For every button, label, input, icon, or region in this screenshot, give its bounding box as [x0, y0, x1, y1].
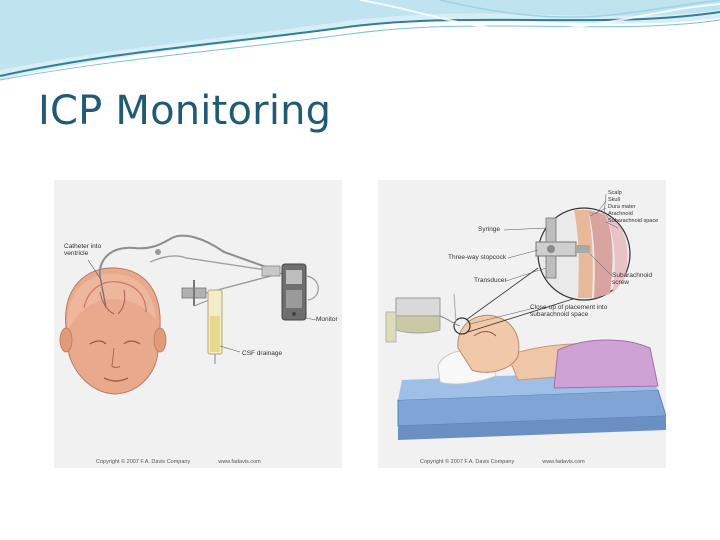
label-placement-closeup: Close-up of placement into subarachnoid …	[530, 304, 608, 318]
ventricular-catheter-figure: Catheter into ventricle Monitor CSF drai…	[54, 180, 342, 468]
right-copyright-text: Copyright © 2007 F.A. Davis Company	[420, 459, 515, 465]
left-website: www.fadavis.com	[218, 459, 261, 465]
right-copyright: Copyright © 2007 F.A. Davis Company www.f…	[420, 459, 585, 465]
subarachnoid-screw-illustration	[385, 193, 666, 440]
label-monitor: Monitor	[316, 316, 338, 323]
label-dura-mater: Dura mater	[608, 204, 636, 210]
label-skull: Skull	[608, 197, 620, 203]
label-arachnoid: Arachnoid	[608, 211, 633, 217]
label-catheter: Catheter into ventricle	[64, 243, 102, 257]
ventricular-catheter-illustration	[59, 234, 319, 395]
header-wave-decoration	[0, 0, 720, 81]
label-syringe: Syringe	[478, 226, 501, 233]
left-copyright: Copyright © 2007 F.A. Davis Company www.f…	[96, 459, 261, 465]
label-scalp: Scalp	[608, 190, 622, 196]
label-subarachnoid-screw: Subarachnoid screw	[612, 272, 653, 286]
label-csf-drainage: CSF drainage	[242, 350, 283, 357]
subarachnoid-screw-figure: Scalp Skull Dura mater Arachnoid Subarac…	[378, 180, 666, 468]
label-subarachnoid-space: Subarachnoid space	[608, 218, 659, 224]
label-three-way-stopcock: Three-way stopcock	[448, 254, 507, 261]
right-website: www.fadavis.com	[542, 459, 585, 465]
left-copyright-text: Copyright © 2007 F.A. Davis Company	[96, 459, 191, 465]
slide-title: ICP Monitoring	[38, 88, 332, 134]
label-transducer: Transducer	[474, 277, 507, 284]
